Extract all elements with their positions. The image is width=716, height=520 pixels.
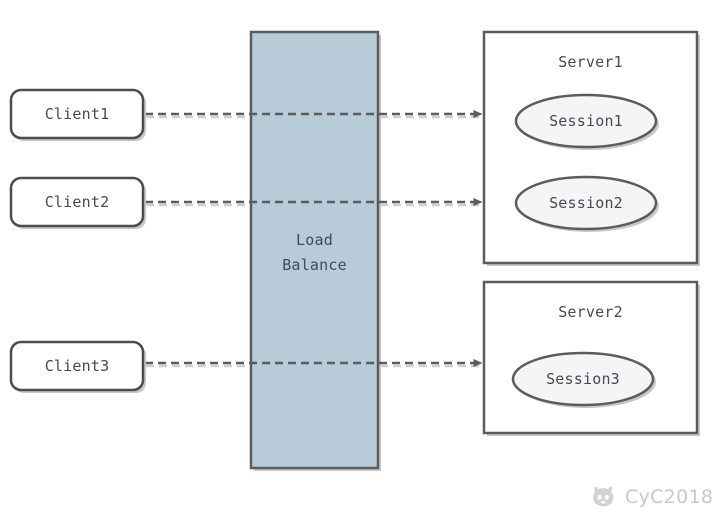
client3-rect[interactable] bbox=[9, 340, 145, 392]
server-nodes bbox=[482, 30, 700, 436]
github-octocat-icon bbox=[593, 486, 614, 507]
client-node-2[interactable] bbox=[9, 176, 146, 229]
client-node-3[interactable] bbox=[9, 340, 146, 393]
watermark-text: CyC2018 bbox=[625, 486, 714, 508]
watermark: CyC2018 bbox=[592, 485, 713, 509]
load-balance-node[interactable] bbox=[249, 30, 381, 471]
connection-lines bbox=[145, 110, 483, 367]
client-nodes bbox=[9, 88, 146, 393]
session1-ellipse[interactable] bbox=[514, 93, 658, 149]
session-node-2[interactable] bbox=[514, 175, 659, 232]
session2-ellipse[interactable] bbox=[514, 175, 658, 231]
server-node-1[interactable] bbox=[482, 30, 700, 266]
session3-ellipse[interactable] bbox=[511, 351, 655, 407]
session-node-1[interactable] bbox=[514, 93, 659, 150]
client1-rect[interactable] bbox=[9, 88, 145, 140]
client2-rect[interactable] bbox=[9, 176, 145, 228]
server-node-2[interactable] bbox=[482, 280, 700, 436]
load-balance-rect[interactable] bbox=[249, 30, 380, 470]
client-node-1[interactable] bbox=[9, 88, 146, 141]
session-node-3[interactable] bbox=[511, 351, 656, 408]
